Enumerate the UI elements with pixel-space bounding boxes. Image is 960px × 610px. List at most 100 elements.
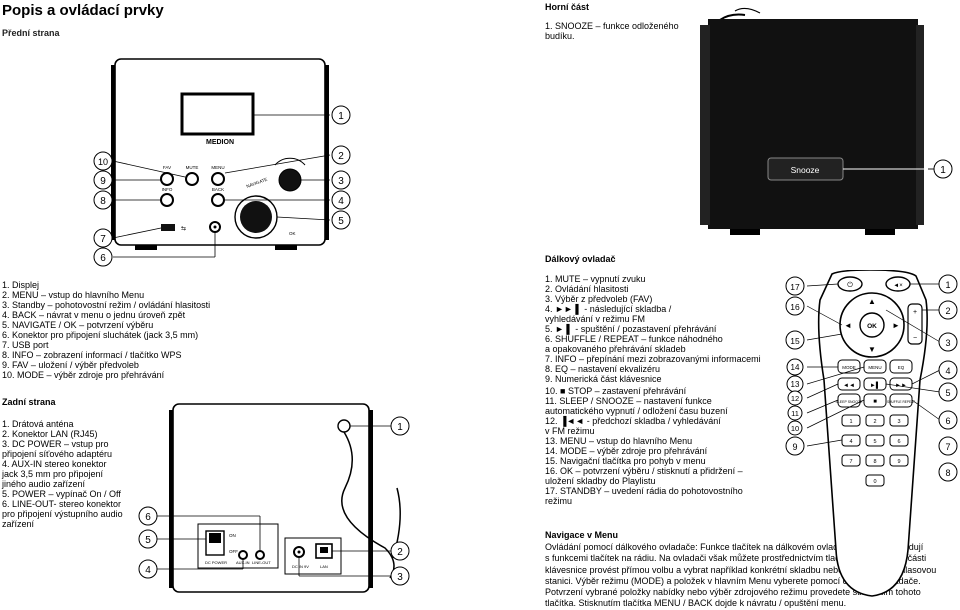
list-item: 14. MODE – výběr zdroje pro přehrávání <box>545 446 708 456</box>
mute-button[interactable]: ◄× <box>885 276 911 292</box>
mute-button[interactable]: MUTE <box>185 165 199 186</box>
front-heading: Přední strana <box>2 28 60 38</box>
svg-text:⏻: ⏻ <box>847 281 853 289</box>
svg-text:13: 13 <box>791 380 800 389</box>
list-item: jack 3,5 mm pro připojení <box>2 469 104 479</box>
list-item: 16. OK – potvrzení výběru / stisknutí a … <box>545 466 743 476</box>
wire-antenna <box>337 419 401 579</box>
numeric-keypad[interactable]: 1 2 3 4 5 6 7 8 9 0 <box>841 414 909 487</box>
list-item: 4. BACK – návrat v menu o jednu úroveň z… <box>2 310 186 320</box>
svg-text:9: 9 <box>897 459 900 465</box>
next-button[interactable]: ►► <box>889 377 913 391</box>
callout-6: 6 <box>93 247 113 267</box>
power-switch[interactable]: ON OFF DC POWER <box>205 530 238 565</box>
svg-text:1: 1 <box>849 419 852 425</box>
svg-text:7: 7 <box>945 442 950 452</box>
paragraph-line: Ovládání pomocí dálkového ovladače: Funk… <box>545 542 924 552</box>
list-item: a opakovaného přehrávání skladeb <box>545 344 686 354</box>
paragraph-line: s funkcemi tlačítek na rádiu. Na ovladač… <box>545 553 927 564</box>
svg-text:6: 6 <box>145 512 151 523</box>
callout-3: 3 <box>331 170 351 190</box>
svg-text:2: 2 <box>945 306 950 316</box>
svg-text:1: 1 <box>945 280 950 290</box>
callout-14: 14 <box>786 358 804 376</box>
list-item: 9. Numerická část klávesnice <box>545 374 662 384</box>
sleep-snooze-button[interactable]: SLEEP SNOOZE <box>836 393 864 408</box>
callout-16: 16 <box>785 296 805 316</box>
svg-text:FAV: FAV <box>163 165 171 170</box>
svg-text:ON: ON <box>229 533 236 538</box>
svg-text:5: 5 <box>338 216 344 227</box>
svg-text:OK: OK <box>289 231 296 236</box>
list-item: 2. MENU – vstup do hlavního Menu <box>2 290 145 300</box>
eq-button[interactable]: EQ <box>889 359 913 374</box>
callout-6: 6 <box>138 506 158 526</box>
callout-15: 15 <box>785 330 805 350</box>
stop-button[interactable]: ■ <box>863 393 887 408</box>
top-list: 1. SNOOZE – funkce odloženého budíku. <box>545 21 679 41</box>
callout-8: 8 <box>938 462 958 482</box>
navigate-knob[interactable]: NAVIGATE OK <box>234 177 296 239</box>
volume-buttons[interactable]: + − <box>907 303 923 345</box>
svg-text:7: 7 <box>849 459 852 465</box>
list-item: zařízení <box>2 519 35 529</box>
standby-volume-knob[interactable] <box>274 157 306 192</box>
list-item: 2. Ovládání hlasitosti <box>545 284 629 294</box>
list-item: budíku. <box>545 31 575 41</box>
svg-text:8: 8 <box>873 459 876 465</box>
list-item: 8. INFO – zobrazení informací / tlačítko… <box>2 350 182 360</box>
list-item: 8. EQ – nastavení ekvalizéru <box>545 364 661 374</box>
list-item: pro připojení výstupního audio <box>2 509 123 519</box>
svg-text:17: 17 <box>790 282 800 292</box>
callout-7: 7 <box>938 436 958 456</box>
usb-port[interactable]: ⇆ <box>161 224 186 232</box>
callout-3: 3 <box>390 566 410 586</box>
list-item: v FM režimu <box>545 426 595 436</box>
svg-text:10: 10 <box>791 424 799 433</box>
callout-8: 8 <box>93 190 113 210</box>
list-item: uložení skladby do Playlistu <box>545 476 656 486</box>
list-item: 10. ■ STOP – zastavení přehrávání <box>545 386 687 396</box>
previous-button[interactable]: ◄◄ <box>837 377 861 391</box>
svg-text:LINE-OUT: LINE-OUT <box>252 560 271 565</box>
callout-1: 1 <box>938 274 958 294</box>
standby-button[interactable]: ⏻ <box>837 276 863 292</box>
svg-text:►▌: ►▌ <box>870 381 880 389</box>
svg-text:2: 2 <box>338 151 344 162</box>
svg-text:4: 4 <box>945 366 950 376</box>
svg-text:►: ► <box>892 321 900 330</box>
remote-heading: Dálkový ovladač <box>545 254 616 264</box>
list-item: připojení síťového adaptéru <box>2 449 112 459</box>
svg-text:LAN: LAN <box>320 564 328 569</box>
svg-text:◄◄: ◄◄ <box>843 383 855 389</box>
callout-10: 10 <box>787 420 803 436</box>
svg-text:Snooze: Snooze <box>791 165 820 175</box>
menu-button[interactable]: MENU <box>211 165 225 186</box>
headphone-jack[interactable] <box>209 221 221 233</box>
callout-9: 9 <box>93 170 113 190</box>
shuffle-repeat-button[interactable]: SHUFFLE REPEAT <box>887 393 915 408</box>
snooze-button[interactable]: Snooze <box>767 157 844 181</box>
svg-text:15: 15 <box>790 336 800 346</box>
remote-figure: ⏻ ◄× ▲ ▼ ◄ ► OK + − MODE MENU EQ ◄◄ ►▌ ►… <box>785 270 958 597</box>
list-item: vyhledávání v režimu FM <box>545 314 646 324</box>
svg-text:6: 6 <box>945 416 950 426</box>
list-item: 2. Konektor LAN (RJ45) <box>2 429 98 439</box>
svg-text:3: 3 <box>897 419 900 425</box>
menu-button[interactable]: MENU <box>863 359 887 374</box>
ok-button[interactable]: OK <box>859 312 885 338</box>
svg-text:6: 6 <box>100 253 106 264</box>
list-item: 5. ► ▌ - spuštění / pozastavení přehrává… <box>545 324 717 334</box>
play-pause-button[interactable]: ►▌ <box>863 377 887 391</box>
back-button[interactable]: BACK <box>211 187 225 207</box>
mode-button[interactable]: MODE <box>837 359 861 374</box>
list-item: 5. POWER – vypínač On / Off <box>2 489 121 499</box>
svg-text:4: 4 <box>145 565 151 576</box>
list-item: 1. MUTE – vypnutí zvuku <box>545 274 646 284</box>
paragraph-line: tlačítka. Stisknutím tlačítka MENU / BAC… <box>545 598 847 609</box>
svg-text:6: 6 <box>897 439 900 445</box>
info-button[interactable]: INFO <box>160 187 174 207</box>
svg-text:1: 1 <box>338 111 344 122</box>
paragraph-line: stanici. Výběr režimu (MODE) a položek v… <box>545 575 921 586</box>
svg-text:−: − <box>913 335 917 342</box>
